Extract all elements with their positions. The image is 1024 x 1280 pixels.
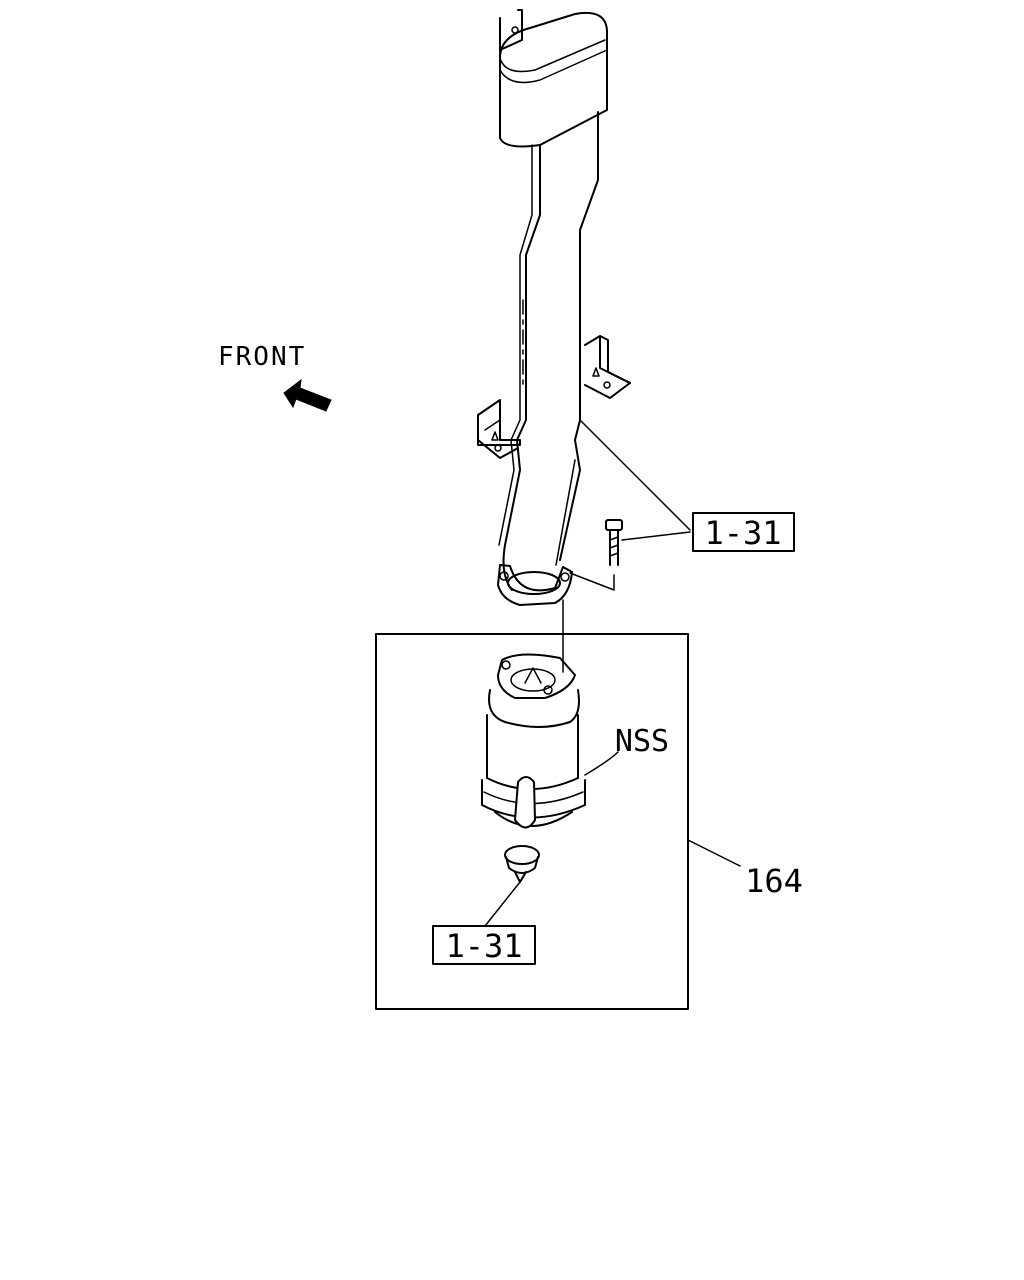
bolt-ref-box	[692, 512, 795, 552]
assembly-leader-line	[687, 839, 741, 867]
assembly-box	[375, 633, 689, 1010]
exhaust-pipe	[497, 9, 609, 606]
front-arrow-icon	[283, 378, 332, 412]
gasket-leader-line	[484, 881, 521, 927]
bolt-leader-line-2	[621, 531, 691, 541]
left-bracket	[477, 399, 521, 459]
bolt-leader-line	[579, 419, 691, 531]
bolt-ref-label: 1-31	[704, 514, 781, 552]
right-bracket	[584, 335, 631, 399]
gasket	[504, 845, 540, 883]
nss-label: NSS	[615, 724, 669, 759]
catalytic-converter	[481, 653, 586, 829]
gasket-ref-box	[432, 925, 536, 965]
gasket-ref-label: 1-31	[445, 927, 522, 965]
nss-leader-line	[584, 751, 619, 776]
assembly-ref-label: 164	[745, 862, 803, 900]
front-label: FRONT	[218, 342, 306, 372]
bolt	[569, 519, 623, 591]
